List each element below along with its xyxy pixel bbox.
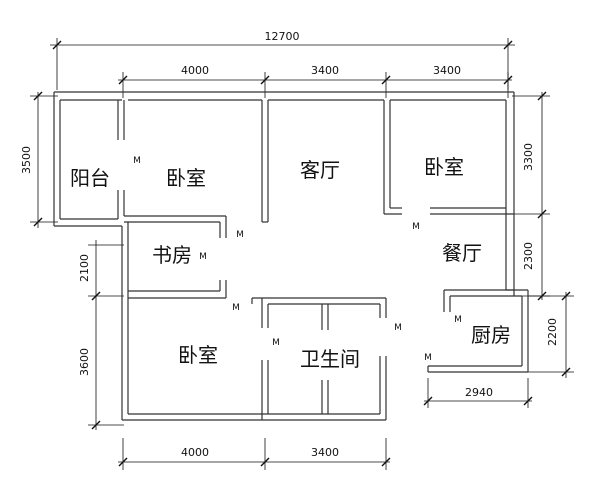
top-segment-dimensions: 4000 3400 3400 bbox=[118, 64, 513, 98]
right-dimensions: 3300 2300 2200 bbox=[512, 91, 574, 378]
bottom-seg-1-label: 4000 bbox=[181, 446, 209, 459]
door-mark-bathroom-left: M bbox=[272, 338, 280, 348]
door-mark-bathroom-right: M bbox=[394, 323, 402, 333]
room-bedroom-top-left: 卧室 bbox=[166, 166, 206, 190]
right-kitchen-label: 2200 bbox=[546, 318, 559, 346]
left-upper-label: 3500 bbox=[20, 146, 33, 174]
room-living: 客厅 bbox=[300, 158, 340, 182]
room-labels: 阳台 卧室 客厅 卧室 书房 餐厅 卧室 卫生间 厨房 bbox=[70, 155, 511, 371]
door-mark-kitchen-lower: M bbox=[424, 353, 432, 363]
bottom-dimensions: 4000 3400 bbox=[118, 438, 391, 470]
top-total-dimension: 12700 bbox=[50, 30, 515, 90]
kitchen-width-dimension: 2940 bbox=[423, 378, 533, 408]
room-bedroom-top-right: 卧室 bbox=[424, 155, 464, 179]
door-mark-kitchen: M bbox=[454, 315, 462, 325]
door-mark-bedroom-bottom: M bbox=[232, 303, 240, 313]
right-upper-label: 3300 bbox=[522, 143, 535, 171]
room-study: 书房 bbox=[152, 243, 192, 267]
bottom-seg-2-label: 3400 bbox=[311, 446, 339, 459]
door-mark-bedroom-right: M bbox=[412, 222, 420, 232]
door-mark-study: M bbox=[199, 252, 207, 262]
room-bedroom-bottom-left: 卧室 bbox=[178, 343, 218, 367]
top-seg-2-label: 3400 bbox=[311, 64, 339, 77]
left-dimensions: 3500 2100 3600 bbox=[20, 91, 124, 430]
kitchen-width-label: 2940 bbox=[465, 386, 493, 399]
door-mark-balcony: M bbox=[133, 156, 141, 166]
left-middle-label: 2100 bbox=[78, 254, 91, 282]
top-total-label: 12700 bbox=[265, 30, 300, 43]
top-seg-3-label: 3400 bbox=[433, 64, 461, 77]
walls bbox=[53, 91, 529, 421]
door-marks: M M M M M M M M M bbox=[133, 156, 462, 363]
right-middle-label: 2300 bbox=[522, 242, 535, 270]
room-balcony: 阳台 bbox=[70, 166, 110, 190]
top-seg-1-label: 4000 bbox=[181, 64, 209, 77]
left-lower-label: 3600 bbox=[78, 348, 91, 376]
door-mark-study-top: M bbox=[236, 230, 244, 240]
room-kitchen: 厨房 bbox=[471, 323, 511, 347]
room-bathroom: 卫生间 bbox=[300, 347, 360, 371]
room-dining: 餐厅 bbox=[442, 241, 482, 265]
